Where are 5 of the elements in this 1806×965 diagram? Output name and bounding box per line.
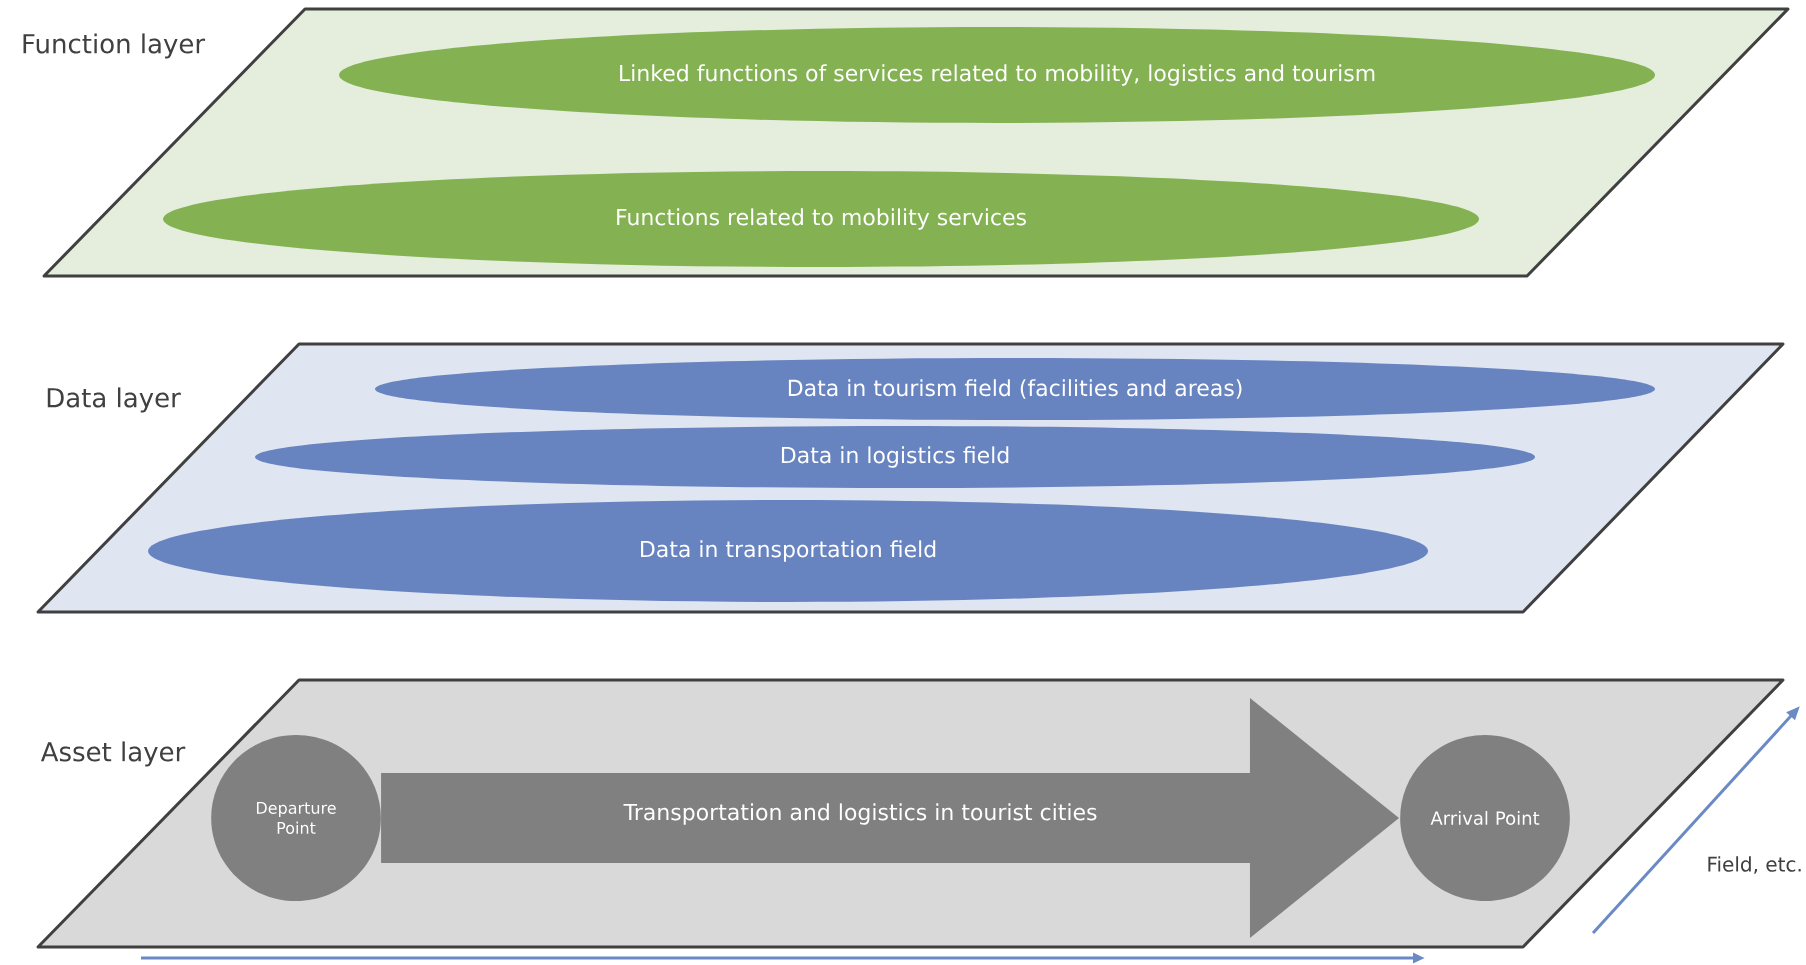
layer-label: Asset layer: [40, 741, 186, 767]
layer-label: Data layer: [47, 387, 181, 413]
edge-label: Transportation and logistics in tourist cities: [621, 801, 1100, 827]
axis-label: Field, etc.: [1708, 856, 1801, 874]
layer-label: Function layer: [23, 33, 206, 59]
